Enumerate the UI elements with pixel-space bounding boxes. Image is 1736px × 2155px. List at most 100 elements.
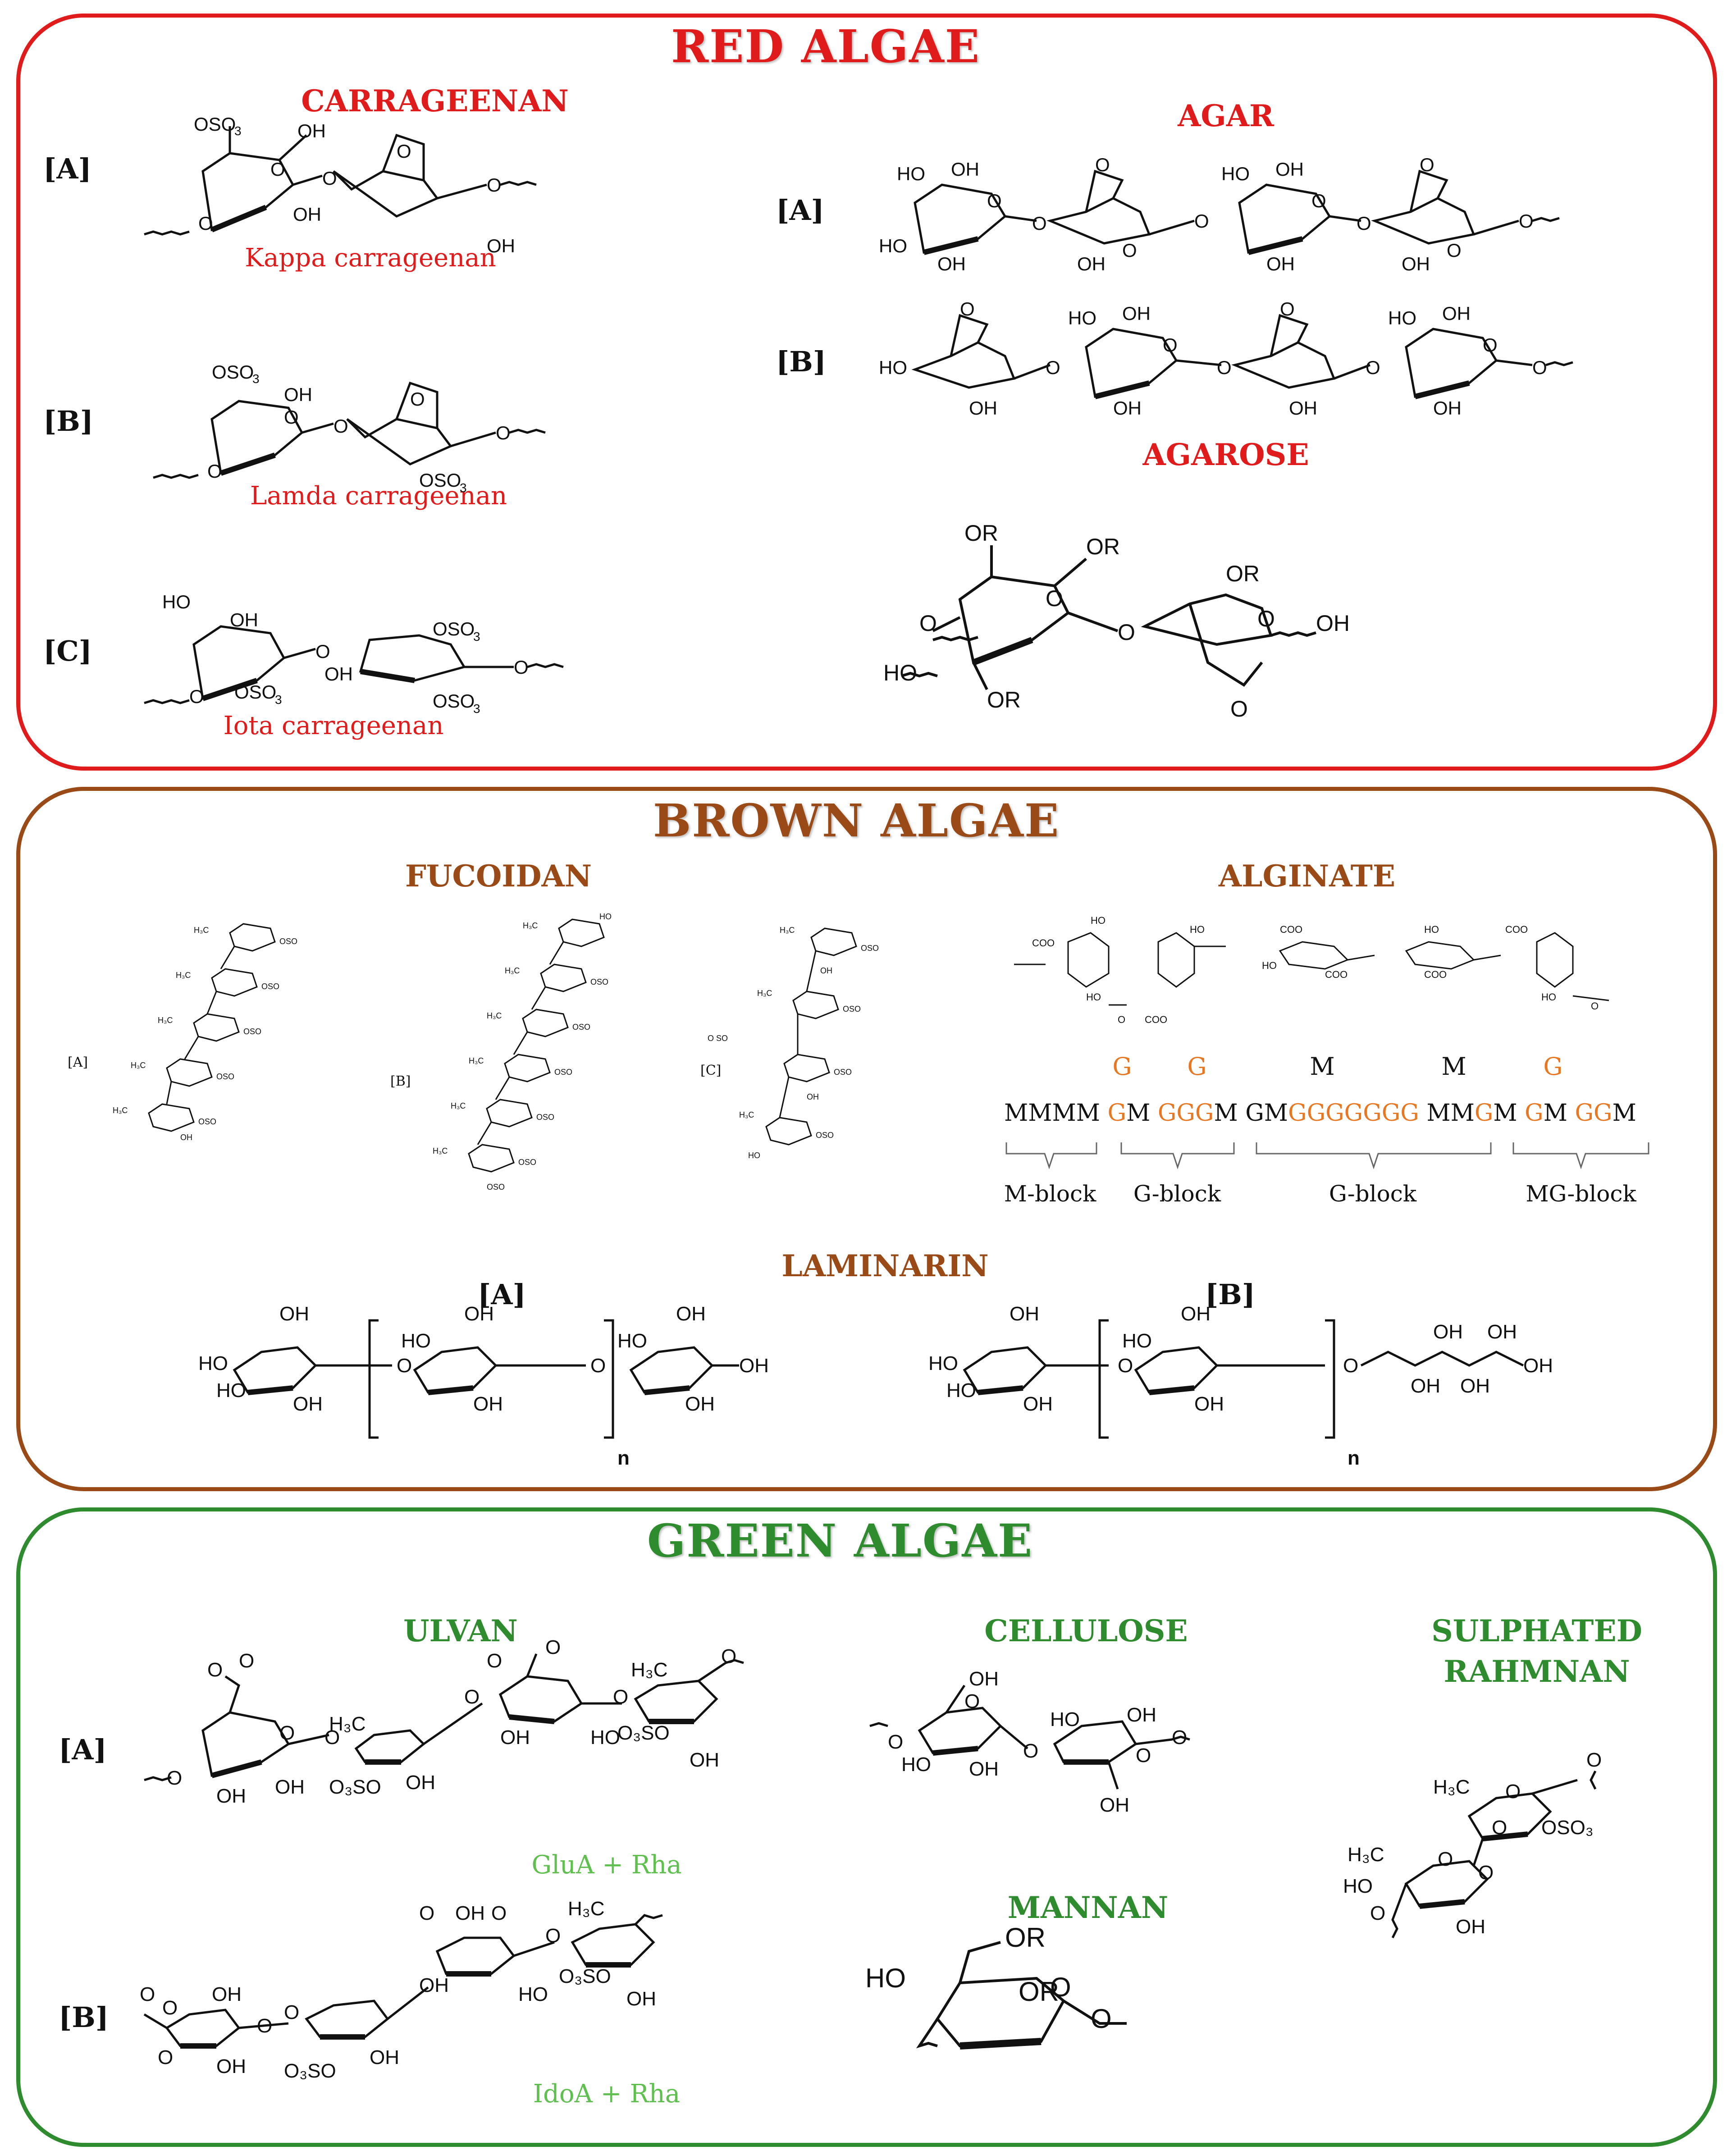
- svg-text:O: O: [1586, 1749, 1602, 1771]
- svg-text:OH: OH: [487, 235, 515, 256]
- svg-text:HO: HO: [162, 591, 191, 612]
- svg-text:O: O: [1357, 213, 1371, 234]
- svg-text:OR: OR: [1019, 1977, 1059, 2007]
- agarose-title: AGAROSE: [1142, 437, 1309, 472]
- svg-text:O₃SO: O₃SO: [284, 2060, 336, 2082]
- svg-text:O: O: [322, 168, 337, 189]
- svg-text:HO: HO: [879, 357, 907, 378]
- alginate-sequence-segment: M: [1543, 1100, 1575, 1127]
- sulphated-rahmnan-title-line1: SULPHATED: [1431, 1613, 1642, 1648]
- agar-tag-b: [B]: [776, 345, 827, 378]
- svg-text:O: O: [1280, 298, 1295, 320]
- svg-text:H₃C: H₃C: [433, 1146, 448, 1155]
- svg-text:O: O: [514, 657, 529, 678]
- alginate-sequence-segment: G: [1525, 1100, 1544, 1127]
- svg-text:HO: HO: [1262, 960, 1277, 971]
- svg-text:OH: OH: [820, 966, 832, 975]
- laminarin-tag-b: [B]: [1205, 1278, 1256, 1311]
- svg-text:OH: OH: [1460, 1375, 1490, 1397]
- svg-text:OH: OH: [180, 1133, 192, 1142]
- svg-text:COO: COO: [1145, 1014, 1167, 1025]
- svg-text:O: O: [397, 1355, 412, 1377]
- red-algae-title: RED ALGAE: [671, 20, 980, 73]
- ulvan-title: ULVAN: [403, 1613, 518, 1648]
- svg-text:H₃C: H₃C: [1348, 1844, 1384, 1866]
- lamda-carrageenan-structure: OSO3 OH O O O O O OSO3: [153, 361, 546, 495]
- svg-text:OH: OH: [1010, 1303, 1039, 1325]
- svg-text:H₃C: H₃C: [113, 1106, 128, 1115]
- svg-text:3: 3: [234, 124, 242, 138]
- svg-text:OH: OH: [1433, 1321, 1463, 1343]
- kappa-carrageenan-label: Kappa carrageenan: [245, 243, 496, 273]
- sulphated-rahmnan-title-line2: RAHMNAN: [1444, 1654, 1630, 1689]
- svg-text:OR: OR: [1086, 534, 1120, 559]
- lamda-carrageenan-label: Lamda carrageenan: [250, 481, 507, 511]
- iota-carrageenan-structure: HO OH O OSO3 O OH OSO3 OSO3 O: [144, 591, 564, 716]
- svg-text:O: O: [1519, 210, 1534, 232]
- svg-text:O: O: [487, 1650, 502, 1672]
- laminarin-a-repeat: n: [617, 1447, 630, 1469]
- svg-text:O: O: [545, 1925, 561, 1947]
- alginate-sequence-segment: M: [1126, 1100, 1158, 1127]
- svg-text:H₃C: H₃C: [194, 926, 209, 935]
- svg-text:HO: HO: [1541, 991, 1556, 1003]
- alginate-sequence-segment: M: [1493, 1100, 1525, 1127]
- svg-text:HO: HO: [1068, 307, 1096, 329]
- svg-text:COO: COO: [1032, 937, 1055, 949]
- svg-text:OH: OH: [216, 1785, 246, 1807]
- svg-text:OSO: OSO: [261, 982, 279, 991]
- svg-text:3: 3: [473, 630, 480, 644]
- svg-text:O: O: [1438, 1848, 1453, 1870]
- svg-text:H₃C: H₃C: [631, 1659, 667, 1681]
- svg-text:OH: OH: [676, 1303, 706, 1325]
- svg-text:O: O: [1217, 357, 1232, 378]
- svg-text:OSO: OSO: [419, 470, 461, 491]
- svg-text:OSO: OSO: [212, 361, 254, 383]
- g-block-label-2: G-block: [1329, 1181, 1417, 1207]
- svg-text:HO: HO: [216, 1379, 246, 1402]
- alginate-block-braces: [1005, 1142, 1649, 1169]
- ulvan-tag-a: [A]: [59, 1733, 107, 1766]
- carrageenan-tag-c: [C]: [43, 635, 92, 667]
- fucoidan-tag-b: [B]: [390, 1073, 411, 1089]
- svg-text:O: O: [1492, 1817, 1507, 1839]
- svg-text:OSO: OSO: [843, 1004, 861, 1014]
- svg-text:O: O: [545, 1636, 561, 1658]
- svg-text:O: O: [1478, 1862, 1494, 1884]
- svg-text:O: O: [919, 611, 937, 636]
- svg-text:O: O: [1163, 334, 1178, 356]
- svg-text:OSO: OSO: [834, 1068, 852, 1077]
- svg-text:HO: HO: [617, 1330, 647, 1352]
- svg-text:OSO: OSO: [590, 977, 608, 986]
- svg-text:H₃C: H₃C: [780, 926, 795, 935]
- svg-text:OH: OH: [293, 204, 321, 225]
- svg-text:O: O: [1118, 620, 1135, 645]
- svg-text:O: O: [1343, 1355, 1358, 1377]
- svg-text:OH: OH: [1442, 303, 1471, 324]
- svg-text:O: O: [987, 190, 1002, 211]
- svg-text:HO: HO: [1091, 915, 1106, 926]
- svg-text:HO: HO: [901, 1753, 931, 1776]
- svg-text:O: O: [1023, 1740, 1038, 1762]
- laminarin-tag-a: [A]: [478, 1278, 526, 1311]
- mannan-title: MANNAN: [1007, 1890, 1169, 1925]
- svg-text:HO: HO: [518, 1983, 548, 2005]
- svg-text:OH: OH: [1523, 1355, 1553, 1377]
- svg-text:3: 3: [473, 702, 480, 716]
- svg-text:O: O: [1091, 2004, 1112, 2034]
- svg-text:OH: OH: [1023, 1393, 1053, 1415]
- svg-text:H₃C: H₃C: [568, 1898, 604, 1920]
- alginate-block-sequence: MMMM GM GGGM GMGGGGGGG MMGM GM GGM: [1004, 1100, 1636, 1127]
- svg-text:O: O: [270, 159, 285, 180]
- fucoidan-tag-c: [C]: [700, 1063, 722, 1078]
- svg-text:OSO: OSO: [216, 1072, 234, 1081]
- svg-text:COO: COO: [1280, 924, 1302, 935]
- svg-text:OSO: OSO: [234, 681, 276, 703]
- svg-text:OH: OH: [279, 1303, 309, 1325]
- svg-text:OSO: OSO: [518, 1158, 536, 1167]
- alginate-unit-4: M: [1441, 1052, 1466, 1081]
